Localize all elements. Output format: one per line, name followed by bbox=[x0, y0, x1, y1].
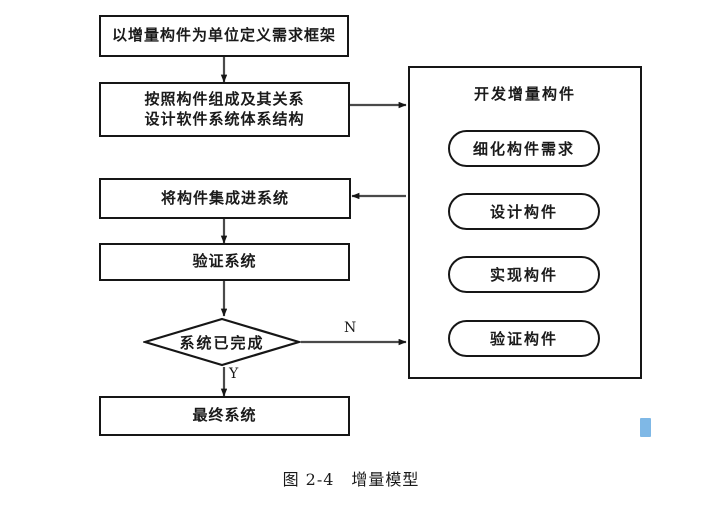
decision-shape bbox=[143, 317, 301, 367]
stadium-label: 实现构件 bbox=[489, 266, 558, 284]
stadium-verify-component[interactable]: 验证构件 bbox=[448, 320, 600, 357]
process-box-label: 按照构件组成及其关系 设计软件系统体系结构 bbox=[144, 89, 305, 128]
process-box-integrate-components[interactable]: 将构件集成进系统 bbox=[99, 178, 351, 219]
figure-caption: 图 2-4 增量模型 bbox=[282, 470, 420, 489]
decision-label: 系统已完成 bbox=[179, 333, 265, 352]
stadium-implement-component[interactable]: 实现构件 bbox=[448, 256, 600, 293]
stadium-refine-component-requirements[interactable]: 细化构件需求 bbox=[448, 130, 600, 167]
stadium-label: 设计构件 bbox=[489, 203, 558, 221]
process-box-label: 最终系统 bbox=[192, 406, 257, 425]
highlight-artifact bbox=[640, 418, 651, 437]
edge-label-yes: Y bbox=[229, 366, 239, 382]
process-box-design-architecture[interactable]: 按照构件组成及其关系 设计软件系统体系结构 bbox=[99, 82, 350, 137]
stadium-label: 验证构件 bbox=[489, 330, 558, 348]
process-box-verify-system[interactable]: 验证系统 bbox=[99, 243, 350, 281]
stadium-design-component[interactable]: 设计构件 bbox=[448, 193, 600, 230]
process-box-label: 以增量构件为单位定义需求框架 bbox=[111, 26, 336, 45]
decision-system-complete[interactable]: 系统已完成 bbox=[143, 317, 301, 367]
process-box-define-requirements-frame[interactable]: 以增量构件为单位定义需求框架 bbox=[99, 15, 349, 57]
panel-title: 开发增量构件 bbox=[473, 85, 576, 103]
process-box-label: 验证系统 bbox=[192, 252, 257, 271]
process-box-label: 将构件集成进系统 bbox=[160, 188, 289, 207]
edge-label-no: N bbox=[344, 320, 357, 336]
process-box-final-system[interactable]: 最终系统 bbox=[99, 396, 350, 436]
stadium-label: 细化构件需求 bbox=[472, 140, 575, 158]
